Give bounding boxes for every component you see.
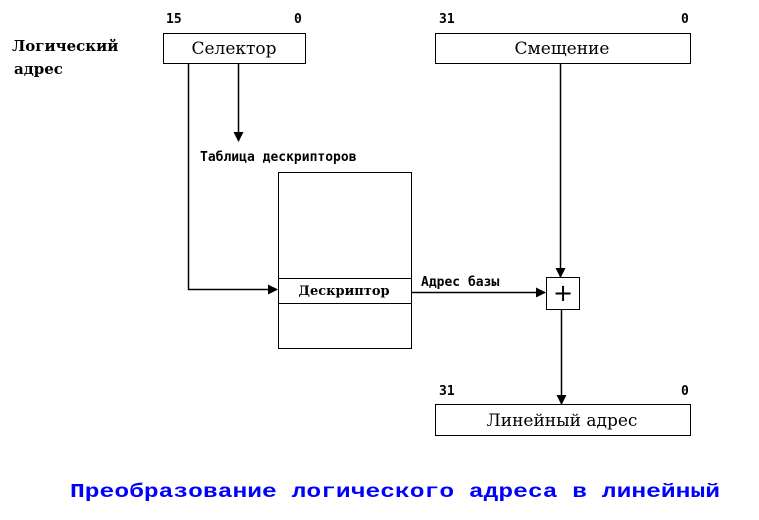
linear-address-label: Линейный адрес xyxy=(487,411,638,431)
selector-bit-low: 0 xyxy=(294,12,302,27)
base-address-label: Адрес базы xyxy=(421,275,499,290)
adder-box xyxy=(546,277,580,310)
linear-address-box xyxy=(435,404,691,436)
selector-label: Селектор xyxy=(191,39,276,59)
offset-bit-high: 31 xyxy=(439,12,455,27)
linear-bit-high: 31 xyxy=(439,384,455,399)
offset-label: Смещение xyxy=(515,39,610,59)
offset-bit-low: 0 xyxy=(681,12,689,27)
descriptor-entry: Дескриптор xyxy=(298,284,389,299)
descriptor-table xyxy=(278,172,412,349)
logical-address-label-line1: Логический xyxy=(12,37,118,55)
diagram-caption: Преобразование логического адреса в лине… xyxy=(70,481,720,503)
selector-box xyxy=(163,33,306,64)
plus-icon: + xyxy=(553,279,573,307)
logical-address-label-line2: адрес xyxy=(14,60,63,78)
linear-bit-low: 0 xyxy=(681,384,689,399)
offset-box xyxy=(435,33,691,64)
selector-bit-high: 15 xyxy=(166,12,182,27)
selector-index-arrow xyxy=(187,64,278,295)
descriptor-table-title: Таблица дескрипторов xyxy=(200,150,357,165)
